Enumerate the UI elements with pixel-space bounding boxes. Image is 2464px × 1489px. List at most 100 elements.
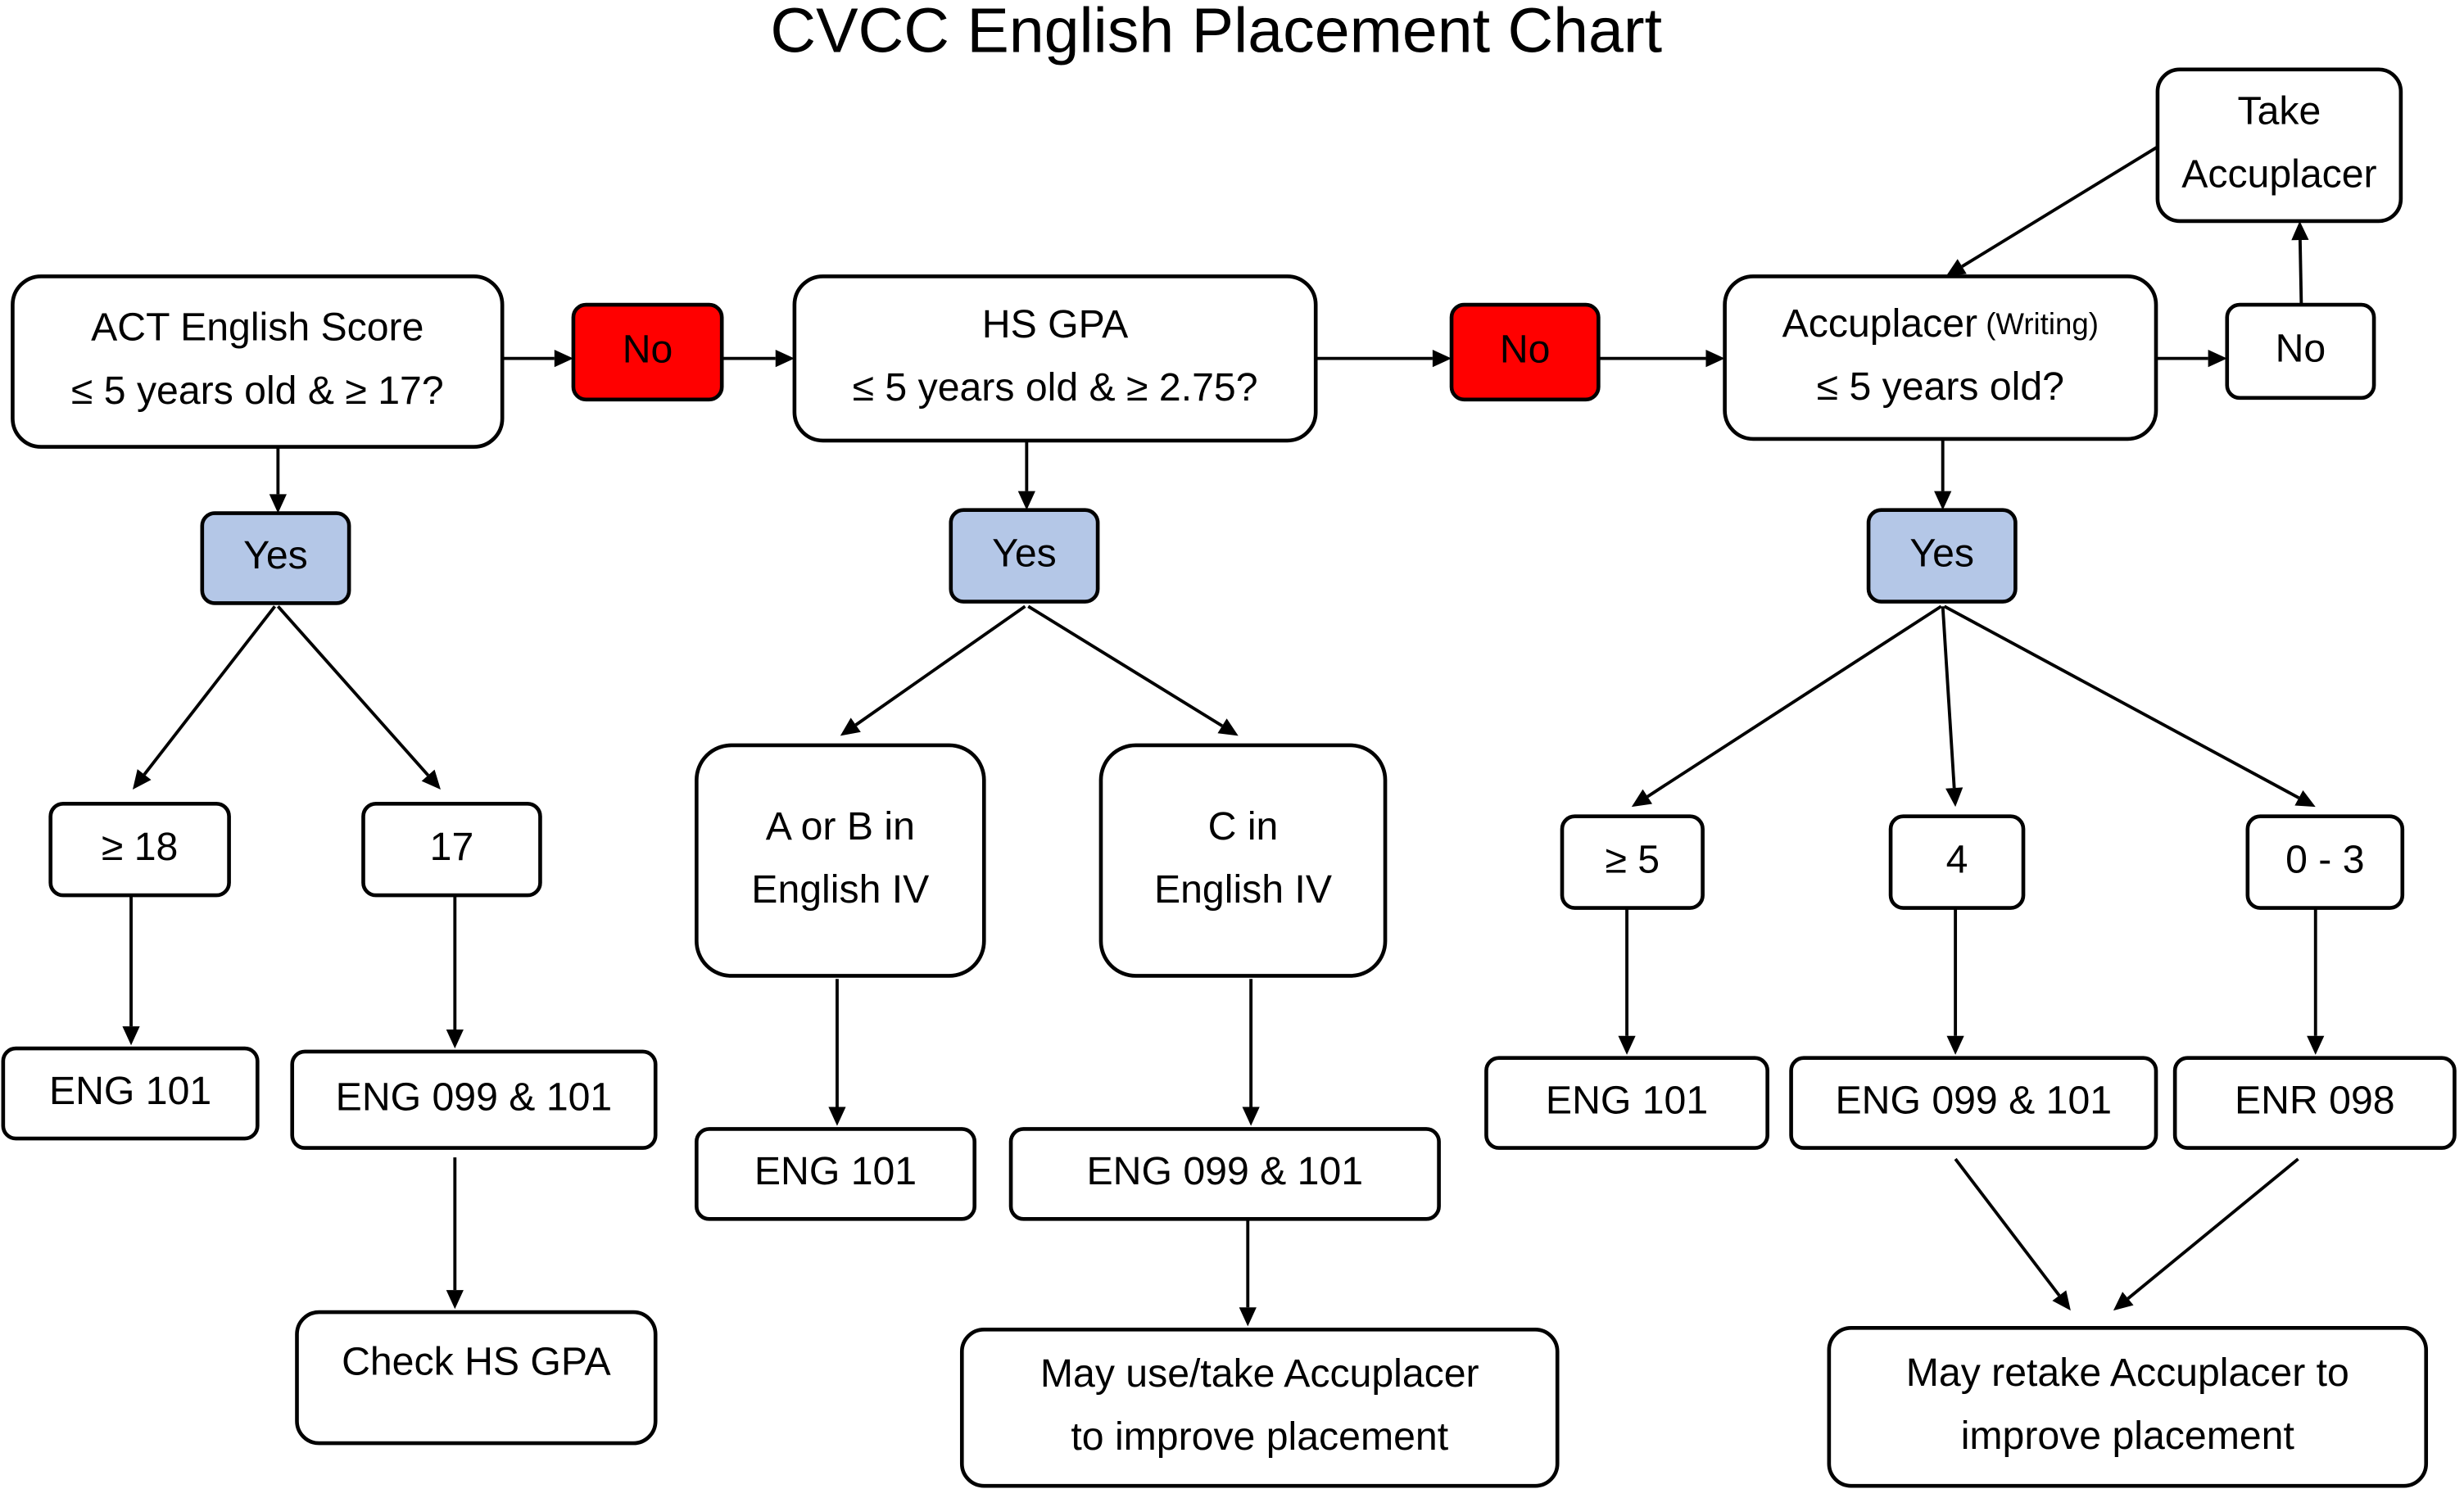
- node-box: [200, 511, 351, 605]
- node-label: ENG 099 & 101: [1087, 1149, 1364, 1193]
- arrowhead-icon: [132, 769, 152, 790]
- edge-take-to-accu: [1945, 145, 2158, 277]
- arrowhead-icon: [2294, 790, 2316, 808]
- node-label: ENG 099 & 101: [336, 1075, 613, 1120]
- node-ge18: ≥ 18: [48, 801, 231, 898]
- edge-line: [1027, 604, 1224, 727]
- node-label: Check HS GPA: [342, 1339, 611, 1383]
- arrowhead-icon: [1217, 718, 1239, 736]
- node-enr098: ENR 098: [2172, 1056, 2457, 1150]
- arrowhead-icon: [1239, 1307, 1257, 1327]
- node-label: Accuplacer (Writing): [1782, 301, 2099, 346]
- node-box: [1723, 274, 2158, 441]
- node-label: ENG 101: [754, 1149, 917, 1193]
- node-box: [1449, 302, 1601, 402]
- edge-line: [1954, 1157, 2061, 1297]
- edge-eng099a-to-checkgpa: [446, 1157, 464, 1310]
- node-ge5: ≥ 5: [1560, 814, 1705, 910]
- arrowhead-icon: [2113, 1292, 2134, 1311]
- node-box: [1866, 508, 2018, 604]
- node-label: May retake Accuplacer to: [1906, 1351, 2349, 1395]
- node-box: [1008, 1127, 1441, 1221]
- arrowhead-icon: [2291, 220, 2309, 241]
- arrowhead-icon: [2307, 1035, 2325, 1055]
- node-label: ≥ 5: [1605, 837, 1660, 881]
- arrowhead-icon: [1017, 491, 1035, 510]
- node-label: C in: [1208, 804, 1279, 849]
- node-eng099a: ENG 099 & 101: [290, 1049, 658, 1150]
- arrowhead-icon: [269, 494, 287, 514]
- node-box: [571, 302, 724, 402]
- node-yes2: Yes: [949, 508, 1100, 604]
- edge-ge18-to-eng101a: [122, 895, 140, 1046]
- node-label: English IV: [1154, 867, 1332, 912]
- node-label: improve placement: [1961, 1414, 2295, 1458]
- node-label: English IV: [751, 867, 929, 912]
- arrowhead-icon: [421, 769, 441, 790]
- node-act: ACT English Score ≤ 5 years old & ≥ 17?: [11, 274, 505, 449]
- node-yes3: Yes: [1866, 508, 2018, 604]
- node-box: [959, 1327, 1560, 1488]
- node-label: A or B in: [766, 804, 915, 849]
- arrowhead-icon: [1946, 1035, 1964, 1055]
- edge-eng099c-to-mayretake: [1954, 1157, 2071, 1311]
- node-box: [11, 274, 505, 449]
- node-eng101b: ENG 101: [695, 1127, 977, 1221]
- edge-s17-to-eng099a: [446, 895, 464, 1049]
- node-label: HS GPA: [982, 302, 1129, 346]
- edge-yes2-to-aorb: [840, 604, 1026, 736]
- node-box: [290, 1049, 658, 1150]
- node-box: [949, 508, 1100, 604]
- edge-line: [276, 605, 430, 776]
- node-eng099b: ENG 099 & 101: [1008, 1127, 1441, 1221]
- node-no3: No: [2225, 302, 2376, 401]
- edge-hsgpa-to-yes2: [1017, 440, 1035, 510]
- edge-ge5-to-eng101c: [1618, 907, 1636, 1055]
- arrowhead-icon: [2208, 350, 2227, 368]
- edge-yes2-to-cin: [1027, 604, 1239, 736]
- node-eng101c: ENG 101: [1484, 1056, 1769, 1150]
- edge-enr098-to-mayretake: [2113, 1157, 2299, 1311]
- node-label: No: [2276, 327, 2326, 371]
- arrowhead-icon: [446, 1029, 464, 1049]
- node-label: No: [623, 328, 673, 372]
- node-label: 0 - 3: [2285, 837, 2364, 881]
- node-aorb: A or B in English IV: [695, 743, 986, 978]
- node-eng099c: ENG 099 & 101: [1789, 1056, 2158, 1150]
- node-no1: No: [571, 302, 724, 402]
- node-s03: 0 - 3: [2245, 814, 2405, 910]
- node-no2: No: [1449, 302, 1601, 402]
- node-label: ≤ 5 years old & ≥ 17?: [71, 369, 444, 413]
- node-box: [695, 1127, 977, 1221]
- node-box: [1560, 814, 1705, 910]
- node-yes1: Yes: [200, 511, 351, 605]
- node-label: 4: [1946, 837, 1968, 881]
- node-mayretake: May retake Accuplacer to improve placemen…: [1827, 1326, 2429, 1488]
- edge-s03-to-enr098: [2307, 907, 2325, 1055]
- node-label: Yes: [992, 531, 1057, 575]
- node-box: [792, 274, 1318, 443]
- node-box: [2245, 814, 2405, 910]
- edge-act-to-no1: [502, 350, 573, 368]
- node-label: No: [1500, 328, 1551, 372]
- node-cin: C in English IV: [1098, 743, 1388, 978]
- node-label: ACT English Score: [91, 305, 424, 350]
- node-label-suffix: (Writing): [1977, 307, 2099, 341]
- node-hsgpa: HS GPA≤ 5 years old & ≥ 2.75?: [792, 274, 1318, 443]
- node-box: [695, 743, 986, 978]
- arrowhead-icon: [1242, 1107, 1260, 1126]
- node-box: [1789, 1056, 2158, 1150]
- arrowhead-icon: [1631, 789, 1653, 808]
- node-eng101a: ENG 101: [1, 1046, 260, 1141]
- node-label: ENG 099 & 101: [1836, 1078, 2113, 1122]
- edge-no2-to-accu: [1598, 350, 1725, 368]
- arrowhead-icon: [2052, 1290, 2071, 1311]
- arrowhead-icon: [554, 350, 573, 368]
- edge-eng099b-to-mayuse: [1239, 1219, 1257, 1327]
- node-box: [2172, 1056, 2457, 1150]
- node-label: Accuplacer: [2181, 152, 2376, 197]
- node-label: 17: [430, 825, 474, 869]
- node-box: [295, 1310, 658, 1446]
- arrowhead-icon: [122, 1026, 140, 1046]
